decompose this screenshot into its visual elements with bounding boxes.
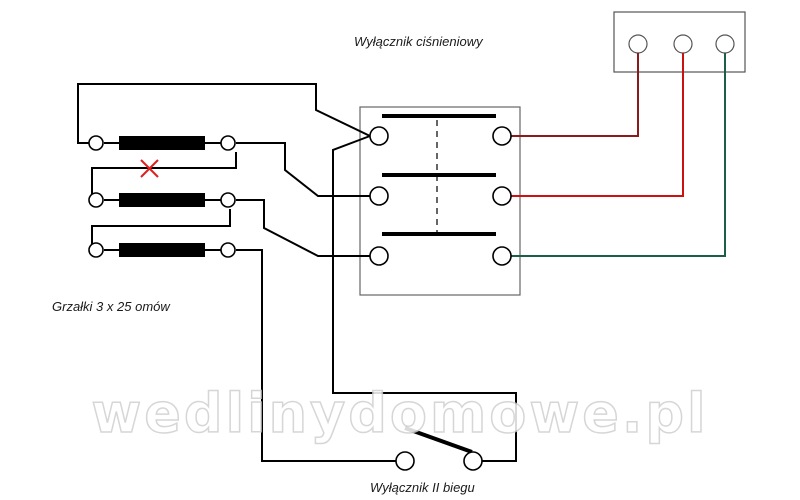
wire-switch-return [332,135,517,462]
switch-terminal-right-3 [492,246,512,266]
wire-red [511,53,684,197]
watermark-text: wedlinydomowe.pl [91,382,708,445]
wire-bridge-1-2 [91,152,237,201]
cross-mark-icon [140,159,159,178]
wire-top-loop [77,83,371,144]
wire-heater1-to-switch [236,142,370,197]
heaters-label: Grzałki 3 x 25 omów [52,299,171,314]
heater-2-terminal-right [220,192,236,208]
terminal-block-terminal-3 [715,34,735,54]
heater-3-terminal-right [220,242,236,258]
wire-brown [511,53,639,137]
heater-1 [119,136,205,150]
heater-3 [119,243,205,257]
heater-3-terminal-left [88,242,104,258]
gear-switch-lever [404,426,473,454]
second-gear-switch-label: Wyłącznik II biegu [370,480,475,495]
heater-1-terminal-right [220,135,236,151]
heater-1-terminal-left [88,135,104,151]
terminal-block-terminal-1 [628,34,648,54]
switch-terminal-right-2 [492,186,512,206]
gear-switch-terminal-left [395,451,415,471]
heater-2 [119,193,205,207]
wire-heater2-to-switch [236,199,370,257]
wire-green [511,53,726,257]
switch-terminal-right-1 [492,126,512,146]
gear-switch-terminal-right [463,451,483,471]
switch-terminal-left-2 [369,186,389,206]
switch-terminal-left-1 [369,126,389,146]
switch-terminal-left-3 [369,246,389,266]
heater-2-terminal-left [88,192,104,208]
pressure-switch-label: Wyłącznik ciśnieniowy [354,34,484,49]
wire-heater3-to-gear-switch [236,249,397,462]
terminal-block-terminal-2 [673,34,693,54]
